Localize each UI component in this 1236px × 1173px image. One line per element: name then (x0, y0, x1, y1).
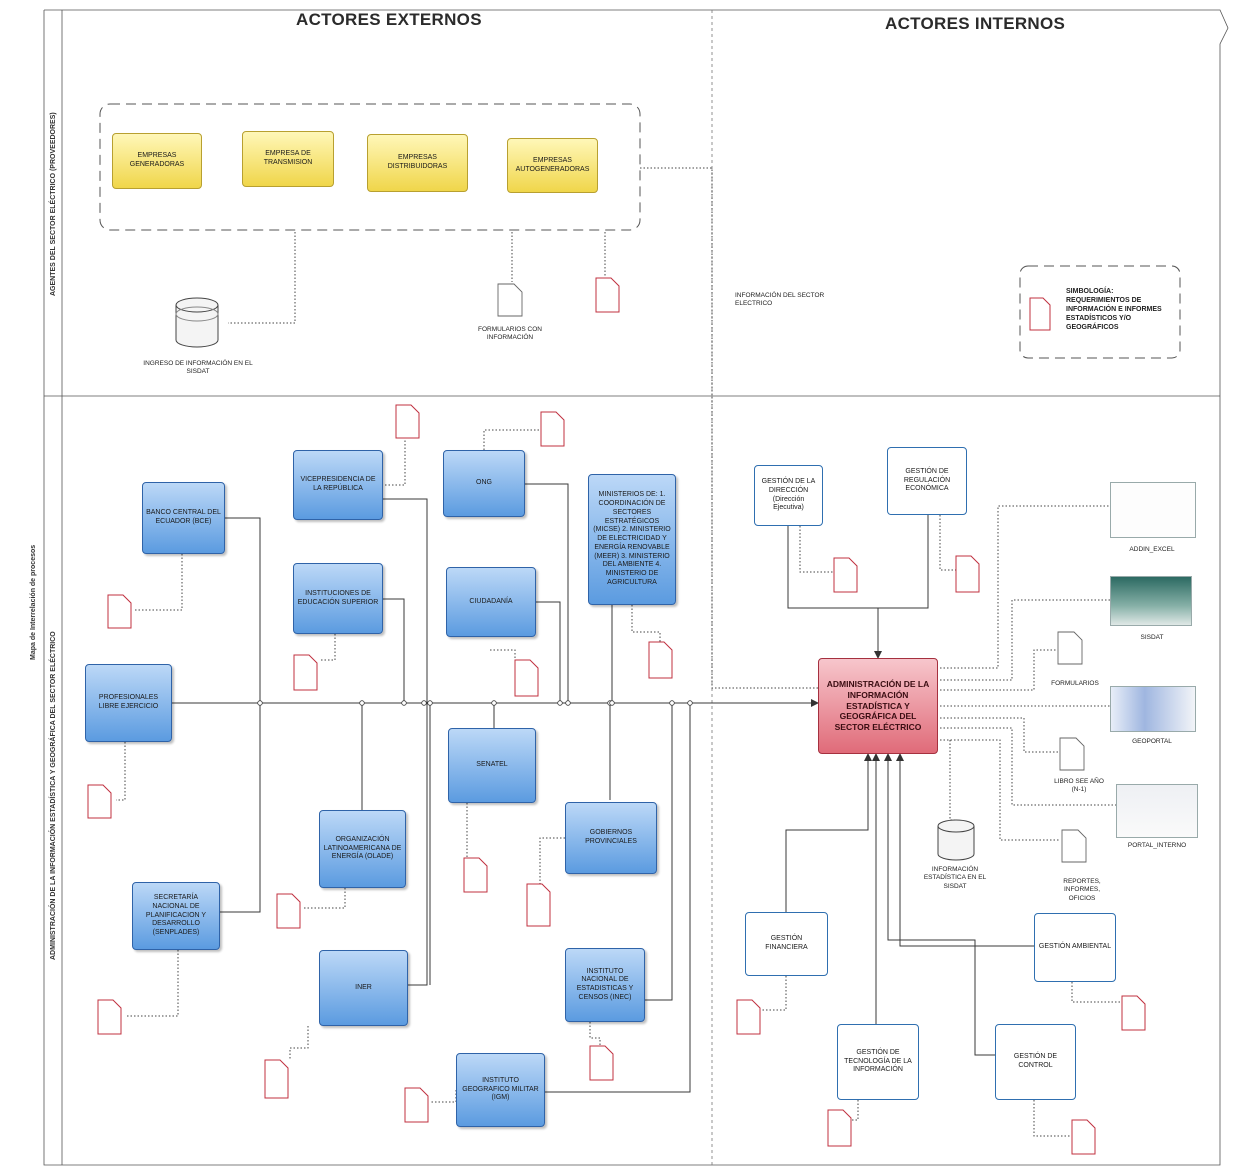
requirement-document-icon (87, 784, 112, 819)
actor-ies[interactable]: INSTITUCIONES DE EDUCACIÓN SUPERIOR (293, 563, 383, 634)
requirement-document-icon (589, 1045, 614, 1081)
internal-tecnologia[interactable]: GESTIÓN DE TECNOLOGÍA DE LA INFORMACIÓN (837, 1024, 919, 1100)
actor-bce[interactable]: BANCO CENTRAL DEL ECUADOR (BCE) (142, 482, 225, 554)
forms-label: FORMULARIOS CON INFORMACIÓN (478, 326, 542, 342)
actor-vicepresidencia[interactable]: VICEPRESIDENCIA DE LA REPÚBLICA (293, 450, 383, 520)
provider-autogeneradoras[interactable]: EMPRESAS AUTOGENERADORAS (507, 138, 598, 193)
actor-inec[interactable]: INSTITUTO NACIONAL DE ESTADISTICAS Y CEN… (565, 948, 645, 1022)
sisdat-db-label: INFORMACIÓN ESTADÍSTICA EN EL SISDAT (923, 866, 987, 890)
provider-generadoras[interactable]: EMPRESAS GENERADORAS (112, 133, 202, 189)
internal-ambiental[interactable]: GESTIÓN AMBIENTAL (1034, 913, 1116, 982)
requirement-document-icon (107, 594, 132, 629)
libro-see-label: LIBRO SEE AÑO (N-1) (1054, 778, 1104, 794)
external-actors-header: ACTORES EXTERNOS (296, 10, 482, 29)
requirement-document-icon (1071, 1119, 1096, 1155)
actor-iner[interactable]: INER (319, 950, 408, 1026)
geoportal-label: GEOPORTAL (1132, 738, 1172, 745)
actor-senatel[interactable]: SENATEL (448, 728, 536, 803)
provider-transmision[interactable]: EMPRESA DE TRANSMISION (242, 131, 334, 187)
requirement-document-icon (1029, 297, 1051, 331)
formularios-label: FORMULARIOS (1051, 680, 1099, 687)
requirement-document-icon (540, 411, 565, 447)
actor-gobiernos[interactable]: GOBIERNOS PROVINCIALES (565, 802, 657, 874)
geoportal-thumbnail (1110, 686, 1196, 732)
providers-section-label: AGENTES DEL SECTOR ELÉCTRICO (PROVEEDORE… (50, 112, 57, 296)
actor-igm[interactable]: INSTITUTO GEOGRAFICO MILITAR (IGM) (456, 1053, 545, 1127)
requirement-document-icon (514, 659, 539, 697)
portal-interno-label: PORTAL_INTERNO (1127, 842, 1187, 849)
provider-distribuidoras[interactable]: EMPRESAS DISTRIBUIDORAS (367, 134, 468, 192)
requirement-document-icon (827, 1109, 852, 1147)
actor-profesionales[interactable]: PROFESIONALES LIBRE EJERCICIO (85, 664, 172, 742)
reportes-label: REPORTES, INFORMES, OFICIOS (1063, 878, 1101, 902)
requirement-document-icon (955, 555, 980, 593)
sector-info-label: INFORMACIÓN DEL SECTOR ELECTRICO (735, 292, 825, 308)
addin-excel-thumbnail (1110, 482, 1196, 538)
requirement-document-icon (264, 1059, 289, 1099)
actor-ciudadania[interactable]: CIUDADANÍA (446, 567, 536, 637)
requirement-document-icon (463, 857, 488, 893)
actor-ministerios[interactable]: MINISTERIOS DE: 1. COORDINACIÓN DE SECTO… (588, 474, 676, 605)
addin-excel-label: ADDIN_EXCEL (1129, 546, 1175, 553)
requirement-document-icon (395, 404, 420, 439)
sisdat-database-icon (175, 297, 975, 861)
requirement-document-icon (404, 1087, 429, 1123)
admin-section-label: ADMINISTRACIÓN DE LA INFORMACIÓN ESTADÍS… (50, 631, 57, 960)
portal-interno-thumbnail (1116, 784, 1198, 838)
internal-actors-header: ACTORES INTERNOS (885, 14, 1066, 33)
internal-financiera[interactable]: GESTIÓN FINANCIERA (745, 912, 828, 976)
requirement-document-icon (293, 654, 318, 691)
central-process-box[interactable]: ADMINISTRACIÓN DE LA INFORMACIÓN ESTADÍS… (818, 658, 938, 754)
actor-olade[interactable]: ORGANIZACIÓN LATINOAMERICANA DE ENERGÍA … (319, 810, 406, 888)
map-title-label: Mapa de Interrelación de procesos (30, 544, 37, 660)
internal-control[interactable]: GESTIÓN DE CONTROL (995, 1024, 1076, 1100)
requirement-document-icon (276, 893, 301, 929)
internal-direccion[interactable]: GESTIÓN DE LA DIRECCIÓN (Dirección Ejecu… (754, 465, 823, 526)
requirement-document-icon (648, 641, 673, 679)
requirement-document-icon (526, 883, 551, 927)
requirement-document-icon (1121, 995, 1146, 1031)
actor-senplades[interactable]: SECRETARÍA NACIONAL DE PLANIFICACION Y D… (132, 882, 220, 950)
requirement-document-icon (736, 999, 761, 1035)
requirement-document-icon (833, 557, 858, 593)
internal-regulacion[interactable]: GESTIÓN DE REGULACIÓN ECONÓMICA (887, 447, 967, 515)
actor-ong[interactable]: ONG (443, 450, 525, 517)
requirement-document-icon (97, 999, 122, 1035)
sisdat-label: SISDAT (1140, 634, 1164, 641)
legend-title: SIMBOLOGÍA: REQUERIMIENTOS DE INFORMACIÓ… (1066, 288, 1162, 332)
sisdat-input-label: INGRESO DE INFORMACIÓN EN EL SISDAT (143, 360, 253, 376)
requirement-document-icon (595, 277, 620, 313)
sisdat-thumbnail (1110, 576, 1192, 626)
